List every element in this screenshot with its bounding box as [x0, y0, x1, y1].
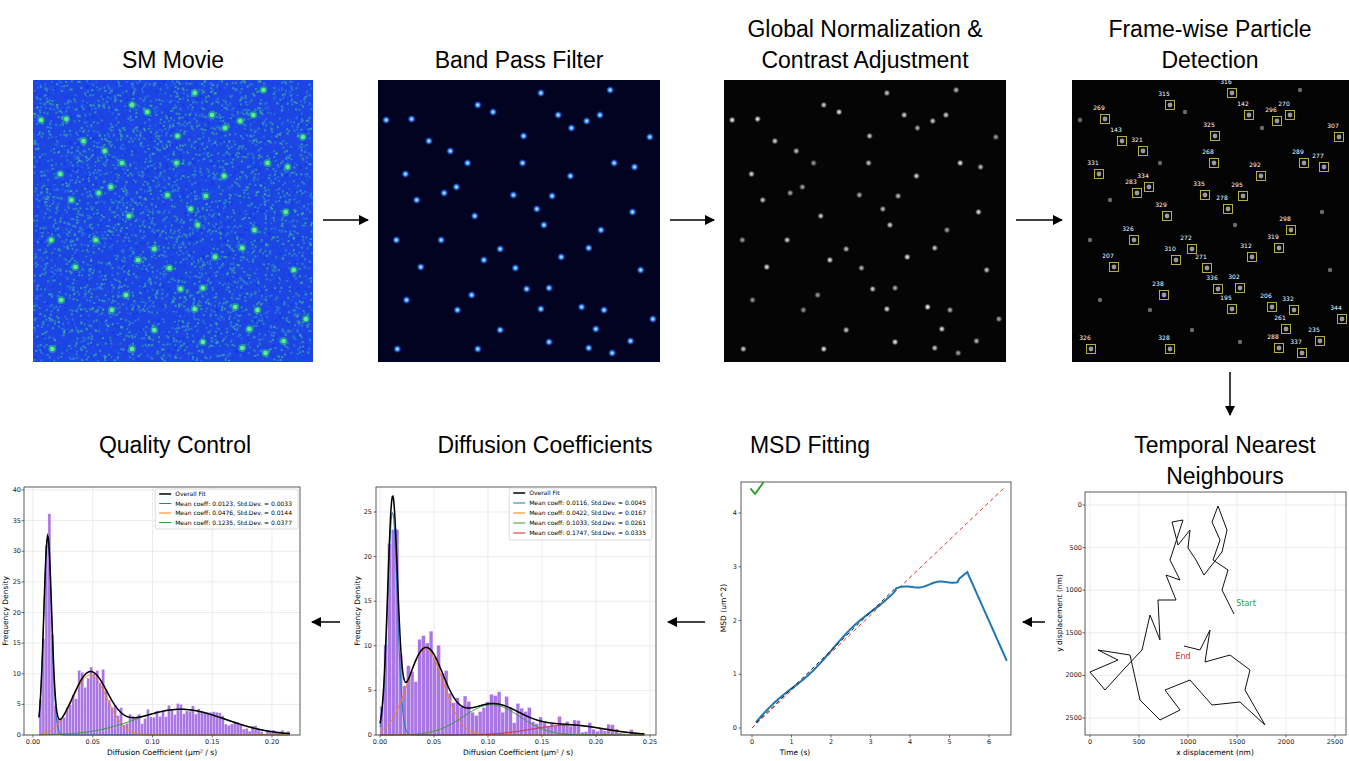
figure-canvas: Overall FitMean coeff: 0.0123, Std.Dev. … — [0, 0, 1349, 761]
